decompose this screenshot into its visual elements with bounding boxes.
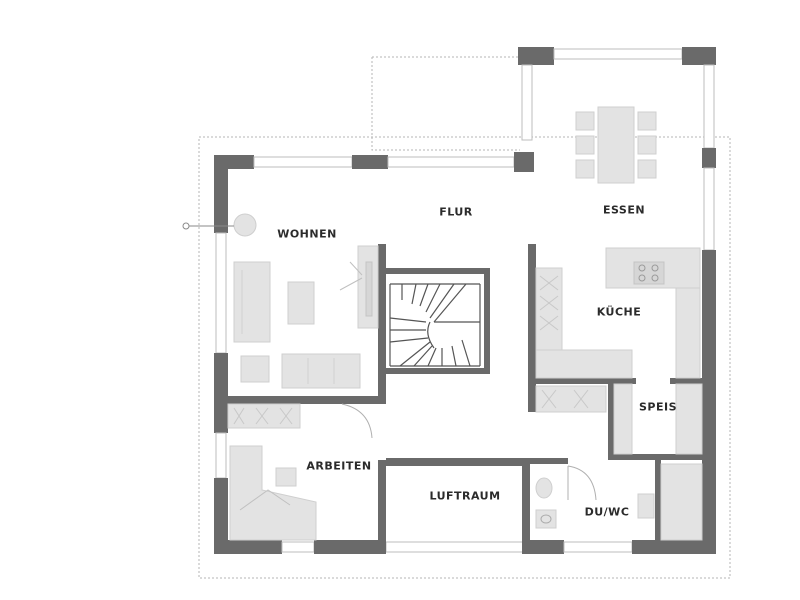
wall-bottom-right bbox=[632, 540, 716, 554]
wall-left-mid bbox=[214, 353, 228, 433]
chair bbox=[637, 159, 657, 179]
door-swing-duwc bbox=[567, 465, 597, 501]
wall-top-pillar bbox=[352, 155, 388, 169]
chair bbox=[637, 135, 657, 155]
pillar-essen-tl bbox=[518, 47, 554, 65]
fire-line bbox=[349, 261, 363, 276]
wall-wohnen-bottom bbox=[228, 396, 386, 404]
wall-stair-right bbox=[484, 268, 490, 374]
cabinet-row bbox=[227, 403, 301, 429]
wall-speis-top-right bbox=[670, 378, 710, 384]
window-essen-right bbox=[703, 64, 715, 149]
site-boundary bbox=[198, 136, 731, 579]
room-label-speis: SPEIS bbox=[638, 400, 678, 414]
room-label-duwc: DU/WC bbox=[584, 505, 630, 519]
wc-sink bbox=[637, 493, 655, 519]
wall-duwc-right bbox=[655, 460, 661, 542]
wall-bottom-left bbox=[214, 540, 282, 554]
outlet-icon bbox=[182, 222, 190, 230]
dining-table bbox=[597, 106, 635, 184]
kitchen-counter-bottom bbox=[535, 349, 633, 379]
wall-right bbox=[702, 250, 716, 554]
pantry-shelf-left bbox=[613, 383, 633, 455]
room-label-essen: ESSEN bbox=[602, 203, 646, 217]
wall-luftraum-top bbox=[386, 458, 530, 466]
window-bottom-arbeiten bbox=[281, 541, 315, 553]
window-bottom-luftraum bbox=[385, 541, 529, 553]
washbasin bbox=[535, 509, 557, 529]
window-left-arbeiten bbox=[215, 432, 227, 479]
window-left-wohnen bbox=[215, 232, 227, 354]
room-label-arbeiten: ARBEITEN bbox=[306, 459, 372, 473]
door-swing-arbeiten bbox=[341, 403, 373, 439]
window-top-wohnen bbox=[253, 156, 353, 168]
wall-wohnen-right bbox=[378, 244, 386, 402]
toilet bbox=[535, 477, 553, 499]
room-label-wohnen: WOHNEN bbox=[277, 227, 337, 241]
chair bbox=[575, 135, 595, 155]
wall-speis-bottom bbox=[608, 454, 710, 460]
wall-luftraum-right bbox=[522, 458, 530, 554]
armchair bbox=[240, 355, 270, 383]
kitchen-tall-units bbox=[675, 287, 701, 379]
fire-line bbox=[339, 277, 363, 291]
room-label-flur: FLUR bbox=[439, 205, 473, 219]
chair bbox=[637, 111, 657, 131]
chair bbox=[575, 159, 595, 179]
wall-left-upper bbox=[214, 155, 228, 233]
wall-top-left bbox=[214, 155, 254, 169]
wall-left-lower bbox=[214, 478, 228, 554]
floor-lamp bbox=[233, 213, 257, 237]
wall-duwc-top bbox=[528, 458, 568, 464]
pillar-essen-tr bbox=[682, 47, 716, 65]
staircase bbox=[389, 283, 481, 367]
kitchen-counter-left bbox=[535, 267, 563, 353]
room-label-luftraum: LUFTRAUM bbox=[429, 489, 501, 503]
window-bottom-duwc bbox=[563, 541, 633, 553]
shower bbox=[660, 463, 703, 541]
wall-kueche-left bbox=[528, 244, 536, 412]
terrace-boundary bbox=[371, 57, 520, 151]
wall-bottom-mid bbox=[528, 540, 564, 554]
pillar-flur bbox=[514, 152, 534, 172]
chair bbox=[575, 111, 595, 131]
wall-right-top bbox=[702, 148, 716, 168]
cooktop bbox=[633, 261, 665, 285]
fireplace-insert bbox=[365, 261, 373, 317]
window-right-essen bbox=[703, 167, 715, 251]
window-essen-left bbox=[521, 64, 533, 141]
window-top-flur bbox=[387, 156, 515, 168]
wall-stair-top bbox=[386, 268, 486, 274]
window-essen-top bbox=[553, 48, 683, 60]
hall-cabinet bbox=[535, 385, 607, 413]
wall-arbeiten-right bbox=[378, 460, 386, 554]
sofa bbox=[233, 261, 271, 343]
wall-stair-bottom bbox=[386, 368, 486, 374]
room-label-kueche: KÜCHE bbox=[596, 305, 642, 319]
desk-detail bbox=[239, 489, 291, 511]
wall-kueche-bottom bbox=[528, 378, 636, 384]
wall-bottom-mid-left bbox=[314, 540, 386, 554]
wall-speis-left bbox=[608, 378, 614, 460]
sofa-bottom bbox=[281, 353, 361, 389]
office-chair bbox=[275, 467, 297, 487]
coffee-table bbox=[287, 281, 315, 325]
pantry-shelf-right bbox=[675, 383, 703, 455]
